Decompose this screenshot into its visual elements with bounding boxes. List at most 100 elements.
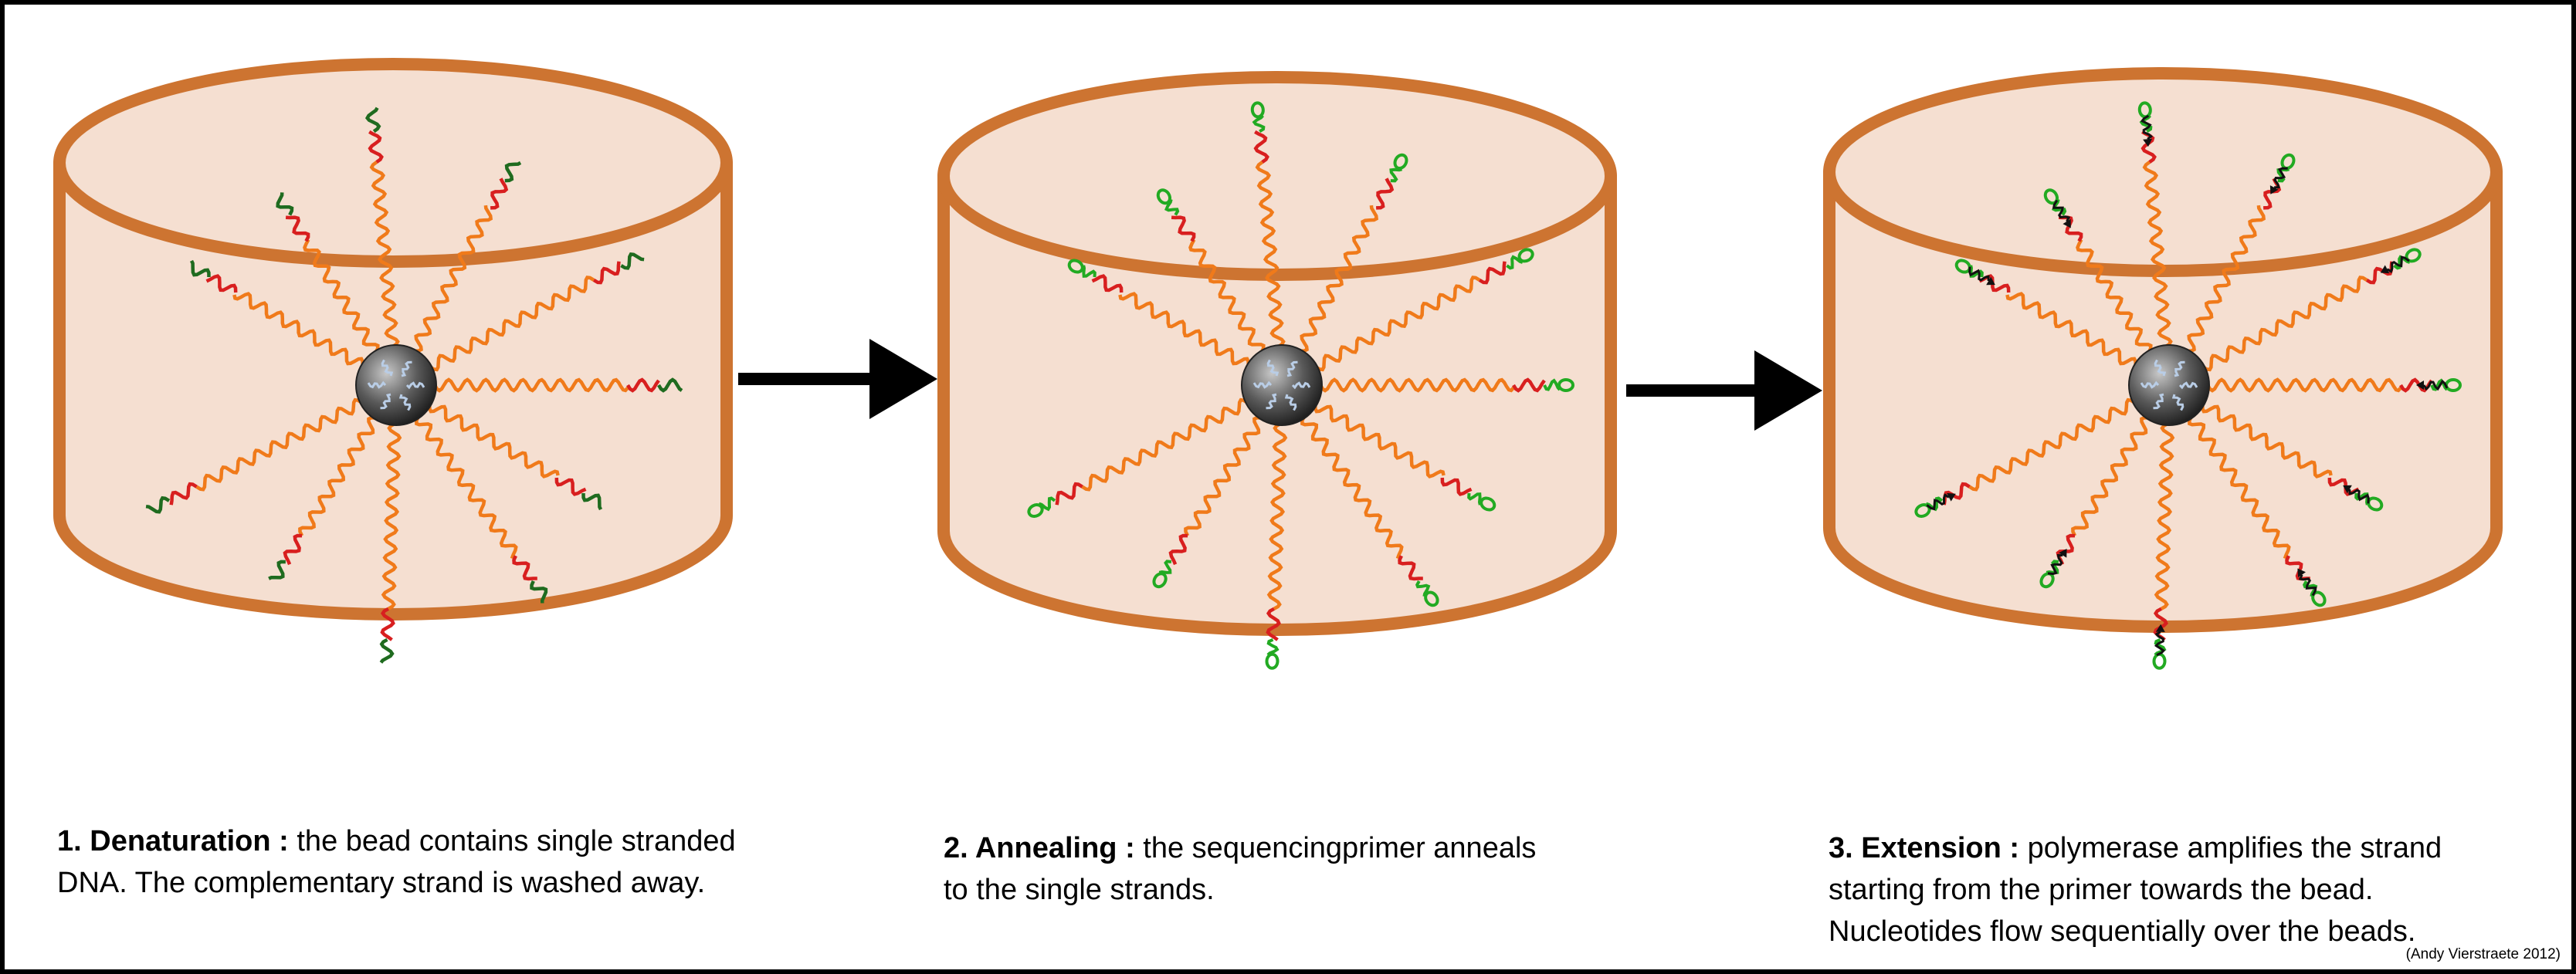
dna-strand [2206, 377, 2402, 393]
strands-layer [145, 101, 2462, 670]
caption-text: the bead contains single stranded [297, 825, 736, 857]
dna-strand [2187, 205, 2266, 353]
primer-loop [1393, 153, 1408, 170]
extended-strand [2140, 114, 2154, 140]
polymerase-arrow [2297, 568, 2306, 578]
dna-strand-end [364, 107, 381, 134]
polymerase-arrow [2059, 549, 2067, 558]
dna-strand [2188, 416, 2291, 560]
dna-strand-end [189, 259, 211, 278]
step-title: 1. Denaturation : [57, 825, 289, 857]
dna-strand [2154, 422, 2175, 610]
dna-strand-tip [285, 215, 310, 242]
primer-strand [2139, 114, 2153, 133]
dna-strand [1968, 397, 2136, 492]
dna-strand [298, 416, 376, 537]
primer-strand [2046, 560, 2059, 574]
dna-strand [2142, 161, 2173, 349]
dna-strand-end [581, 492, 603, 511]
caption-annealing: 2. Annealing : the sequencingprimer anne… [944, 827, 1536, 911]
arrow-head [1754, 350, 1822, 431]
dna-strand [2201, 404, 2333, 479]
bead-linker [380, 393, 391, 410]
dna-strand [1319, 377, 1515, 393]
caption-denaturation: 1. Denaturation : the bead contains sing… [57, 820, 736, 904]
bead [2128, 344, 2210, 426]
dna-strand-tip [626, 377, 660, 393]
dna-strand-end [620, 252, 645, 270]
dna-strand [195, 397, 363, 492]
primer-strand [2303, 580, 2318, 597]
dna-strand [415, 416, 518, 560]
dna-strand-tip [1091, 274, 1124, 293]
extended-strand [1926, 493, 1950, 511]
polymerase-arrow [2155, 624, 2165, 633]
dna-strand [303, 238, 380, 353]
primer-loop [1156, 188, 1171, 205]
primer-strand [1389, 167, 1402, 183]
extended-strand [1968, 266, 1990, 282]
bead-linker [381, 359, 394, 377]
dna-strand [414, 205, 493, 353]
dna-strand [232, 292, 364, 367]
bead-linker [1266, 359, 1280, 377]
primer-strand [1415, 580, 1431, 597]
bead-linker [1284, 394, 1297, 411]
dna-strand-end [379, 637, 395, 664]
bead-linker [1266, 393, 1277, 410]
extended-strand [2047, 554, 2063, 576]
primer-loop [2152, 652, 2167, 670]
dna-strand-tip [1168, 533, 1188, 566]
dna-strand-tip [1440, 477, 1473, 496]
dna-strand-end [530, 580, 548, 604]
primer-strand [2393, 255, 2411, 270]
polymerase-arrow [2062, 218, 2071, 228]
bead [355, 344, 437, 426]
dna-strand [381, 422, 402, 610]
cylinder-top [937, 71, 1617, 281]
caption-line: 2. Annealing : the sequencingprimer anne… [944, 827, 1536, 869]
dna-strand-tip [512, 555, 537, 581]
caption-text: the sequencingprimer anneals [1143, 832, 1537, 864]
dna-strand-tip [1478, 261, 1507, 285]
dna-strand-tip [1266, 607, 1281, 641]
dna-strand [1300, 205, 1379, 353]
dna-strand [1255, 161, 1286, 349]
primer-strand [1467, 492, 1482, 506]
arrows-layer [738, 339, 1822, 431]
primer-loop [1517, 248, 1534, 263]
dna-strand-tip [554, 477, 587, 496]
step-title: 3. Extension : [1829, 832, 2020, 864]
caption-extension: 3. Extension : polymerase amplifies the … [1829, 827, 2442, 952]
primer-loop [1250, 101, 1265, 119]
polymerase-arrow [1986, 276, 1995, 286]
primer-strand [2154, 637, 2167, 657]
primer-strand [1969, 265, 1984, 278]
primer-strand [1925, 496, 1944, 512]
bead-linker [2140, 380, 2160, 389]
primer-loop [1480, 496, 1496, 512]
caption-text: polymerase amplifies the strand [2027, 832, 2442, 864]
dna-strand-tip [1253, 130, 1269, 164]
dna-strand-tip [592, 261, 621, 285]
bead-linker [367, 380, 387, 389]
bead-linker [401, 360, 412, 377]
primer-strand [1164, 198, 1180, 216]
dna-strand [2201, 276, 2368, 372]
caption-text: Nucleotides flow sequentially over the b… [1829, 915, 2416, 948]
primer-loop [1265, 652, 1280, 670]
primer-strand [2052, 198, 2067, 216]
dna-strand-tip [490, 178, 509, 210]
primer-strand [1038, 496, 1056, 512]
primer-loop [1424, 590, 1439, 607]
dna-strand-end [145, 495, 171, 514]
beads-layer [355, 344, 2210, 426]
bead-linker [2171, 394, 2185, 411]
caption-line: 1. Denaturation : the bead contains sing… [57, 820, 736, 862]
primer-strand [1506, 255, 1524, 270]
dna-strand-tip [368, 130, 384, 164]
extended-strand [2348, 489, 2370, 504]
dna-strand-tip [1055, 482, 1083, 506]
primer-loop [1557, 378, 1574, 392]
dna-strand [1118, 292, 1250, 367]
